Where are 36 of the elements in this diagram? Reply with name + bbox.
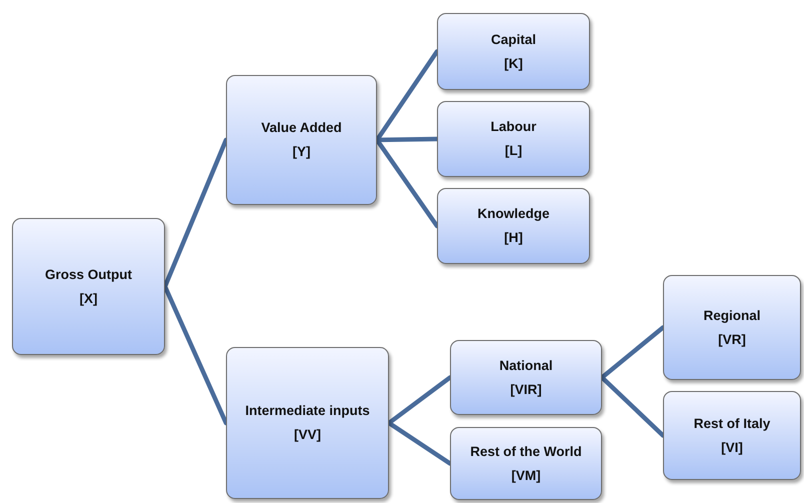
connector-line [386,375,452,426]
box-title: Capital [490,30,536,49]
category-box [437,13,590,90]
variable-symbol: [K] [504,54,523,73]
category-box [226,75,377,205]
connector-line [600,325,666,380]
variable-symbol: [L] [504,142,522,160]
box-title: Value Added [261,119,342,137]
variable-symbol: [Y] [292,143,310,161]
category-box [12,218,165,355]
category-box [450,427,602,500]
variable-symbol: [VM] [511,466,541,485]
variable-symbol: [VIR] [510,380,542,399]
box-title: National [499,356,553,374]
box-title: Rest of the World [470,442,582,460]
variable-symbol: [VI] [721,438,743,457]
box-title: Knowledge [477,205,550,223]
connector-line [162,284,228,426]
category-box [226,347,389,499]
box-title: Intermediate inputs [245,402,370,420]
category-box [437,188,590,264]
box-title: Regional [703,306,760,325]
connector-line [600,375,666,438]
variable-symbol: [X] [80,290,98,308]
box-title: Labour [490,118,536,136]
connector-line [162,138,228,289]
variable-symbol: [VR] [718,330,746,349]
category-box [437,101,590,177]
category-box [450,340,602,415]
variable-symbol: [VV] [294,426,321,444]
box-title: Rest of Italy [694,414,770,433]
connector-line [386,420,452,466]
category-box [663,391,801,480]
category-box [663,275,801,380]
box-title: Gross Output [45,266,132,284]
variable-symbol: [H] [504,229,523,247]
